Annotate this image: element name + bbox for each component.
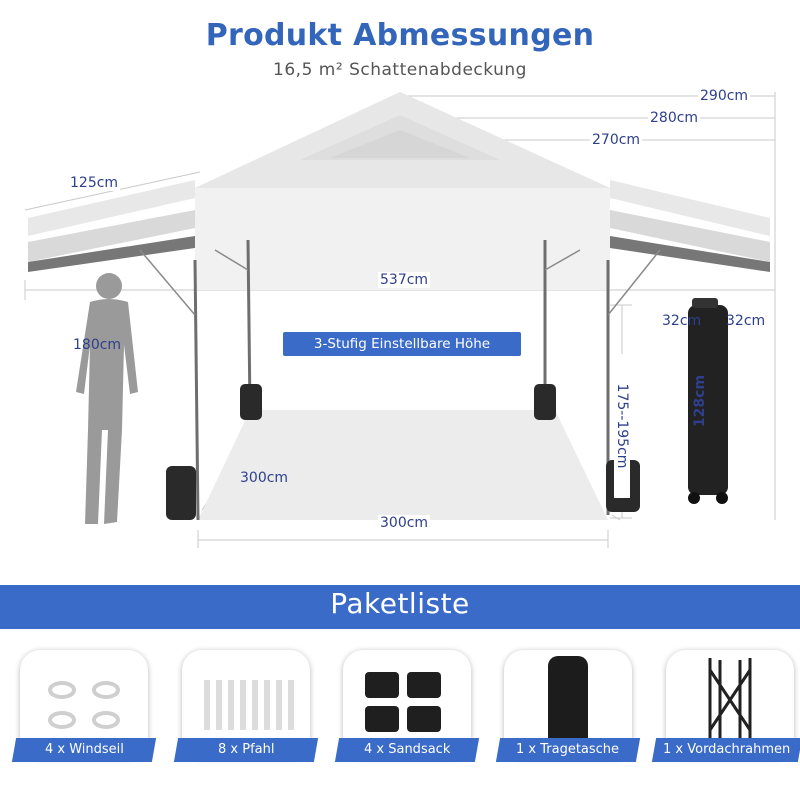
dim-width: 300cm [378,515,431,531]
package-title: Paketliste [330,587,470,620]
stake-icon [204,680,294,730]
dim-person: 180cm [73,337,122,353]
dim-depth: 300cm [240,470,289,486]
dim-bag-w1: 32cm [662,313,702,329]
frame-icon [708,658,752,748]
page-title: Produkt Abmessungen [205,18,595,53]
rope-icon [48,681,120,729]
package-label-rope: 4 x Windseil [11,738,157,762]
package-band [0,585,800,629]
dim-total: 537cm [378,272,431,288]
page-subtitle: 16,5 m² Schattenabdeckung [273,60,527,80]
dim-height: 175--195cm [614,354,630,498]
dim-bag-w2: 32cm [726,313,766,329]
person-silhouette [76,273,138,524]
package-label-sandbag: 4 x Sandsack [334,738,480,762]
dim-bag-h: 128cm [692,374,709,428]
sandbag-icon [365,672,441,732]
dim-290: 290cm [698,88,751,104]
carry-bag-icon [548,656,588,754]
package-label-carry-bag: 1 x Tragetasche [495,738,641,762]
package-label-frame: 1 x Vordachrahmen [651,738,800,762]
dim-280: 280cm [648,110,701,126]
carry-bag-illustration [688,298,728,504]
dim-wing: 125cm [68,175,121,191]
dim-270: 270cm [590,132,643,148]
package-label-stake: 8 x Pfahl [173,738,319,762]
canopy-illustration [24,92,776,548]
height-adjust-banner: 3-Stufig Einstellbare Höhe [283,332,521,356]
